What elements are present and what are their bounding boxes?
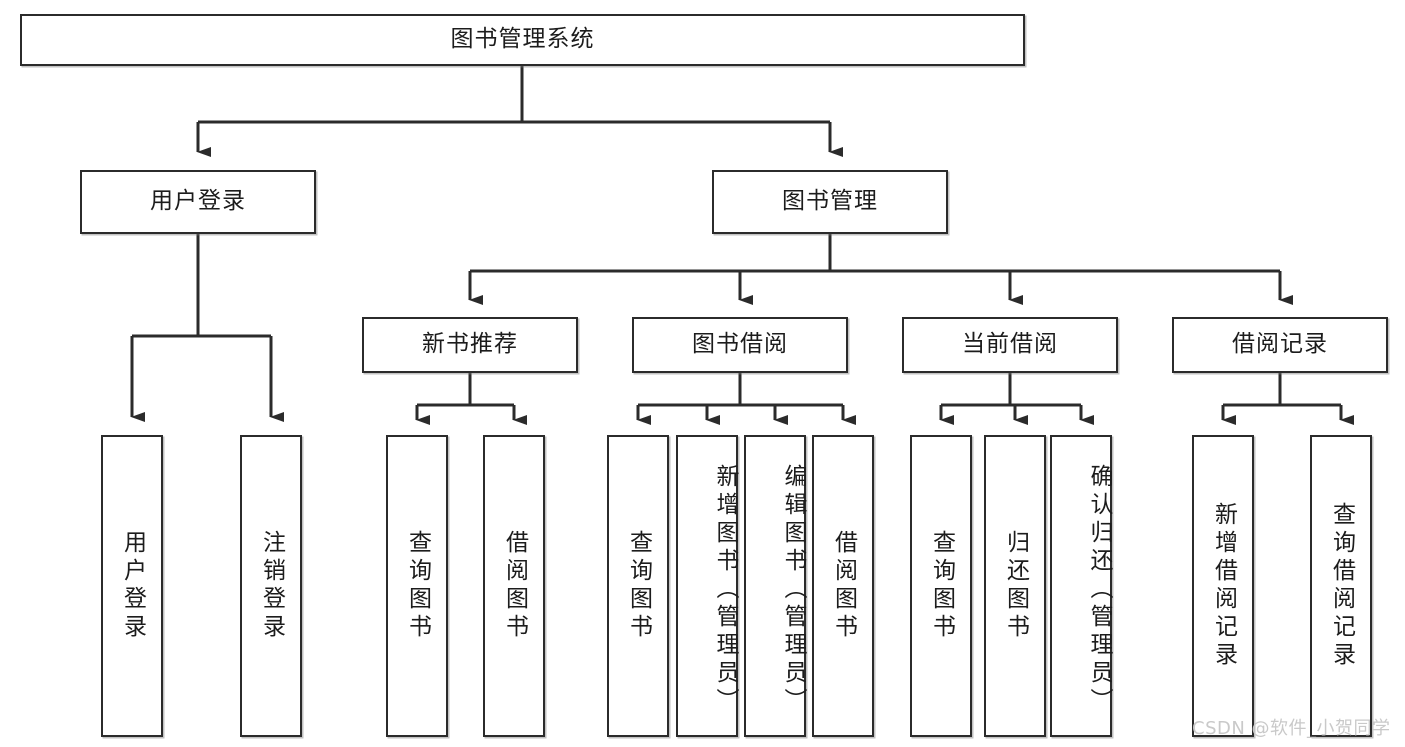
node-book-management[interactable]: 图书管理 xyxy=(712,170,948,234)
leaf-user-login[interactable]: 用户登录 xyxy=(101,435,163,737)
leaf-add-book-admin-label: 新增图书（管理员） xyxy=(712,464,738,716)
leaf-edit-book-admin-label: 编辑图书（管理员） xyxy=(780,464,806,716)
leaf-confirm-return-admin-label: 确认归还（管理员） xyxy=(1086,464,1112,716)
leaf-query-borrow-record[interactable]: 查询借阅记录 xyxy=(1310,435,1372,737)
node-current-borrow-label: 当前借阅 xyxy=(962,331,1058,358)
leaf-query-book-recommend-label: 查询图书 xyxy=(404,530,431,642)
leaf-borrow-book-recommend[interactable]: 借阅图书 xyxy=(483,435,545,737)
leaf-query-book-borrow[interactable]: 查询图书 xyxy=(607,435,669,737)
node-book-borrow[interactable]: 图书借阅 xyxy=(632,317,848,373)
node-user-login-label: 用户登录 xyxy=(150,188,246,215)
leaf-query-book-recommend[interactable]: 查询图书 xyxy=(386,435,448,737)
leaf-add-book-admin[interactable]: 新增图书（管理员） xyxy=(676,435,738,737)
node-book-borrow-label: 图书借阅 xyxy=(692,331,788,358)
node-current-borrow[interactable]: 当前借阅 xyxy=(902,317,1118,373)
leaf-edit-book-admin[interactable]: 编辑图书（管理员） xyxy=(744,435,806,737)
watermark-text: CSDN @软件_小贺同学 xyxy=(1192,718,1391,739)
leaf-borrow-book-recommend-label: 借阅图书 xyxy=(501,530,528,642)
node-user-login[interactable]: 用户登录 xyxy=(80,170,316,234)
leaf-borrow-book-label: 借阅图书 xyxy=(830,530,857,642)
node-book-management-label: 图书管理 xyxy=(782,188,878,215)
node-new-book-recommend-label: 新书推荐 xyxy=(422,331,518,358)
node-borrow-record-label: 借阅记录 xyxy=(1232,331,1328,358)
node-root-system[interactable]: 图书管理系统 xyxy=(20,14,1025,66)
leaf-return-book-label: 归还图书 xyxy=(1002,530,1029,642)
node-new-book-recommend[interactable]: 新书推荐 xyxy=(362,317,578,373)
leaf-return-book[interactable]: 归还图书 xyxy=(984,435,1046,737)
leaf-add-borrow-record-label: 新增借阅记录 xyxy=(1210,502,1237,670)
leaf-logout[interactable]: 注销登录 xyxy=(240,435,302,737)
leaf-borrow-book[interactable]: 借阅图书 xyxy=(812,435,874,737)
leaf-query-book-borrow-label: 查询图书 xyxy=(625,530,652,642)
leaf-user-login-label: 用户登录 xyxy=(119,530,146,642)
leaf-logout-label: 注销登录 xyxy=(258,530,285,642)
leaf-query-book-current[interactable]: 查询图书 xyxy=(910,435,972,737)
node-borrow-record[interactable]: 借阅记录 xyxy=(1172,317,1388,373)
node-root-system-label: 图书管理系统 xyxy=(450,26,595,53)
leaf-add-borrow-record[interactable]: 新增借阅记录 xyxy=(1192,435,1254,737)
leaf-query-borrow-record-label: 查询借阅记录 xyxy=(1328,502,1355,670)
leaf-confirm-return-admin[interactable]: 确认归还（管理员） xyxy=(1050,435,1112,737)
leaf-query-book-current-label: 查询图书 xyxy=(928,530,955,642)
